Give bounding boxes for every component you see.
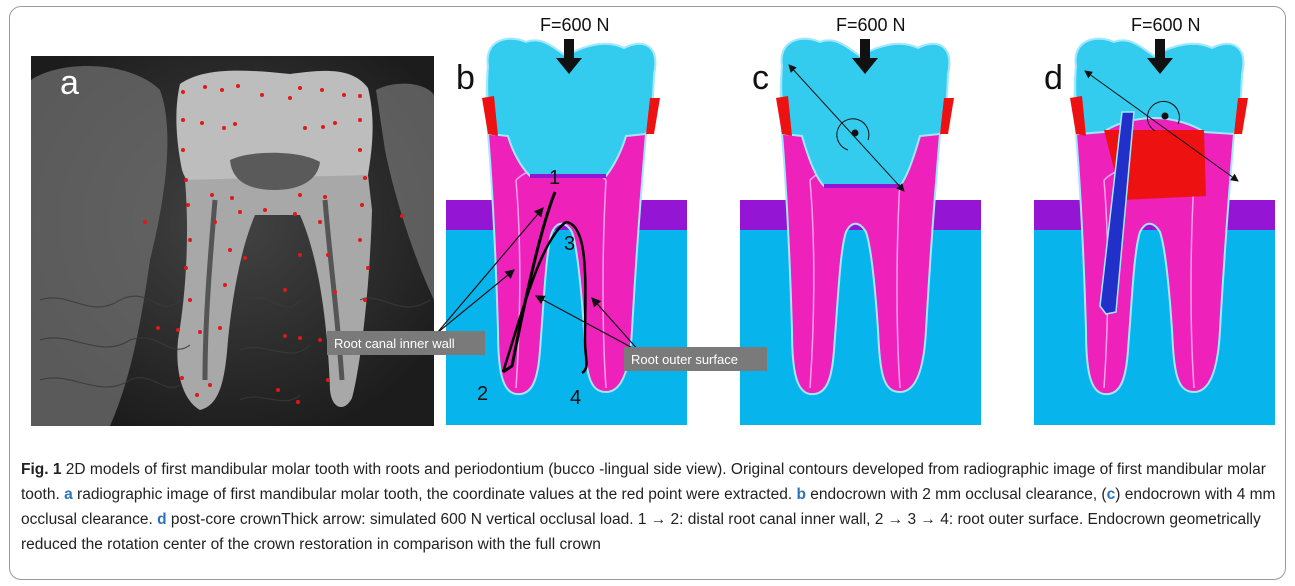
panel-d-label: d	[1044, 59, 1063, 97]
caption-c-label: c	[1107, 486, 1116, 503]
panel-d-force-label: F=600 N	[1131, 15, 1201, 35]
panel-d-cancellous-bone	[1034, 230, 1275, 425]
caption-fig-label: Fig. 1	[21, 461, 61, 478]
caption-a-text: radiographic image of first mandibular m…	[77, 486, 792, 503]
callout-outer-surface: Root outer surface	[631, 352, 738, 367]
figure-caption: Fig. 1 2D models of first mandibular mol…	[21, 457, 1276, 557]
panel-c-force-label: F=600 N	[836, 15, 906, 35]
panel-b-point-3: 3	[564, 233, 575, 255]
panel-c-rotation-center	[852, 130, 859, 137]
figure-illustration: a b c d F=600 N F=600 N F=600 N 1 2 3 4 …	[0, 0, 1295, 455]
panel-b-point-4: 4	[570, 387, 581, 409]
panel-a-label: a	[60, 64, 79, 102]
panel-d-post-core-crown	[1034, 39, 1275, 425]
panel-d-rotation-center	[1162, 113, 1169, 120]
panel-b-point-1: 1	[549, 167, 560, 189]
panel-a-radiograph	[31, 56, 434, 426]
caption-d-text: post-core crownThick arrow: simulated 60…	[21, 511, 1261, 553]
caption-a-label: a	[64, 486, 73, 503]
callout-inner-wall: Root canal inner wall	[334, 336, 455, 351]
caption-b-text: endocrown with 2 mm occlusal clearance, …	[810, 486, 1106, 503]
panel-b-point-2: 2	[477, 383, 488, 405]
panel-c-cancellous-bone	[740, 230, 981, 425]
panel-c-endocrown-4mm	[740, 39, 981, 425]
caption-d-label: d	[157, 511, 166, 528]
panel-b-label: b	[456, 59, 475, 97]
caption-b-label: b	[796, 486, 805, 503]
panel-c-label: c	[752, 59, 769, 97]
panel-b-force-label: F=600 N	[540, 15, 610, 35]
